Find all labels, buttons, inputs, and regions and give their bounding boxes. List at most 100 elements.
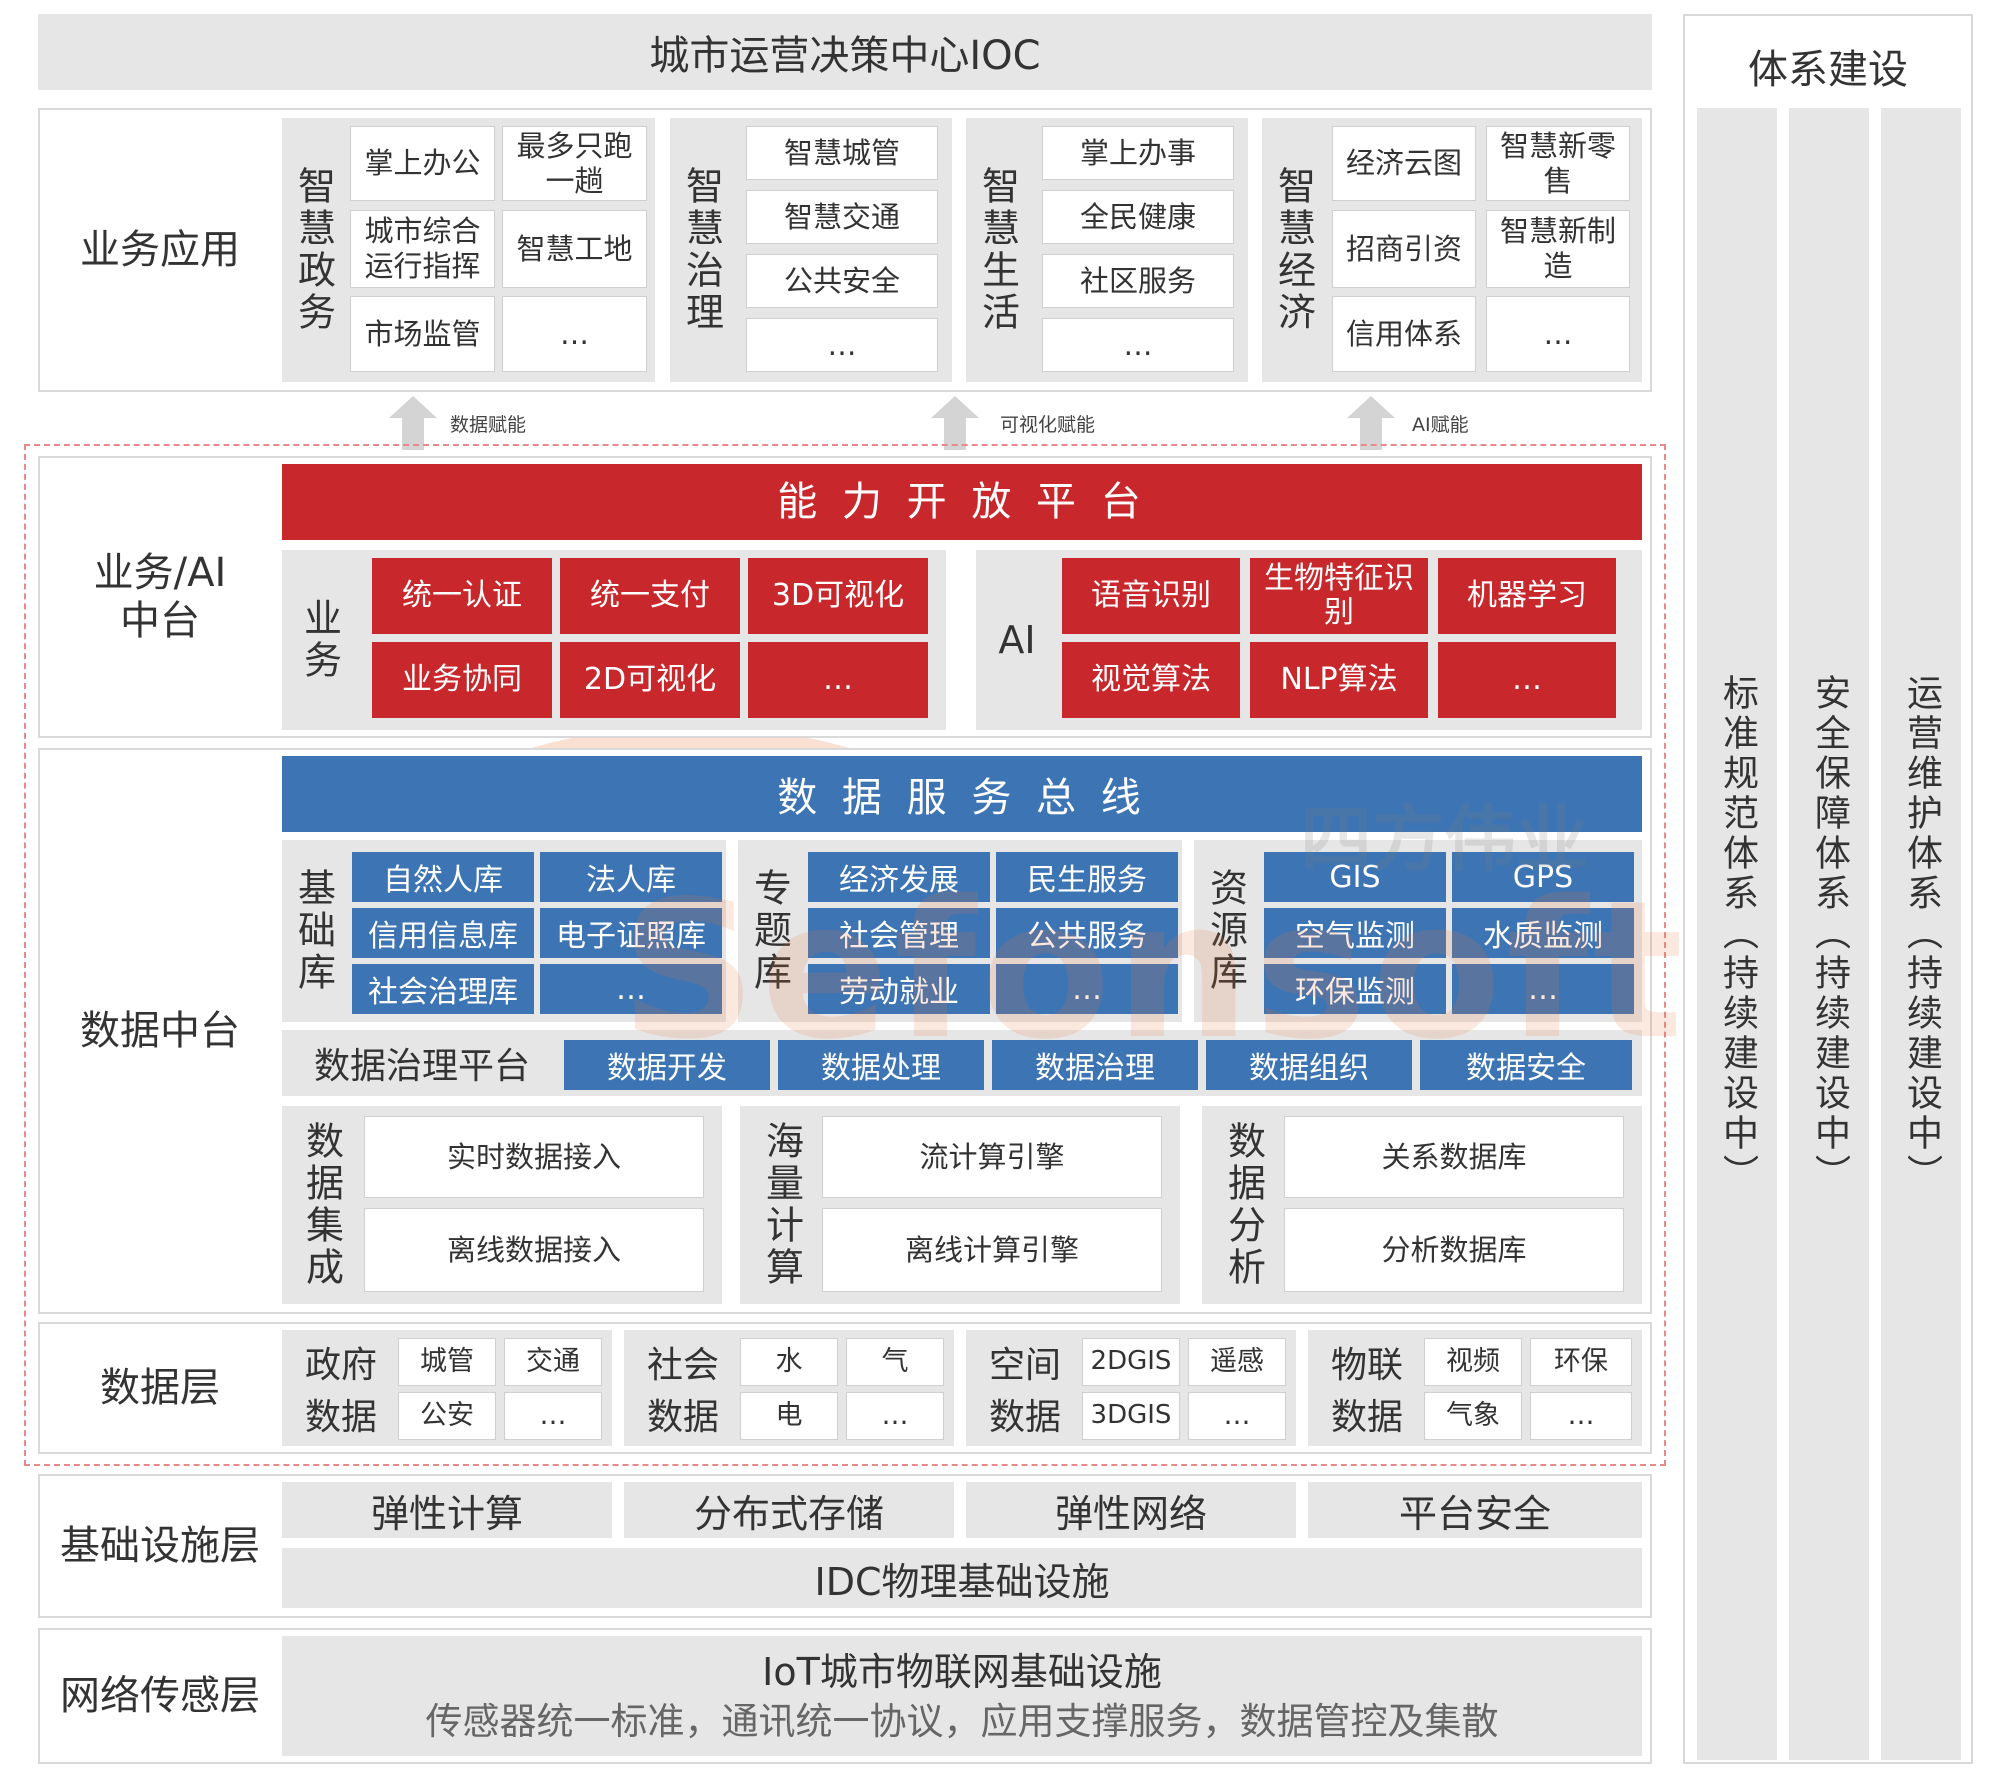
engine-item[interactable]: 离线数据接入 bbox=[364, 1208, 704, 1292]
library-item[interactable]: 信用信息库 bbox=[352, 908, 534, 958]
library-item[interactable]: 社会治理库 bbox=[352, 964, 534, 1014]
business-capability-item[interactable]: 统一认证 bbox=[372, 558, 552, 634]
library-item[interactable]: 电子证照库 bbox=[540, 908, 722, 958]
data-source-item[interactable]: … bbox=[1530, 1392, 1632, 1440]
app-item[interactable]: 智慧城管 bbox=[746, 126, 938, 180]
governance-item[interactable]: 数据组织 bbox=[1206, 1040, 1412, 1090]
governance-item[interactable]: 数据治理 bbox=[992, 1040, 1198, 1090]
ai-capability-item[interactable]: 生物特征识别 bbox=[1250, 558, 1428, 634]
library-item[interactable]: 民生服务 bbox=[996, 852, 1178, 902]
up-arrow-icon bbox=[930, 396, 980, 450]
app-item[interactable]: 智慧工地 bbox=[502, 210, 647, 288]
app-item[interactable]: 全民健康 bbox=[1042, 190, 1234, 244]
app-item[interactable]: 掌上办事 bbox=[1042, 126, 1234, 180]
data-source-item[interactable]: 水 bbox=[740, 1338, 838, 1386]
data-source-item[interactable]: 2DGIS bbox=[1082, 1338, 1180, 1386]
security-system-column: 安全保障体系（持续建设中） bbox=[1789, 108, 1869, 1760]
governance-item[interactable]: 数据安全 bbox=[1420, 1040, 1632, 1090]
library-item[interactable]: 环保监测 bbox=[1264, 964, 1446, 1014]
smart-government-label: 智慧政务 bbox=[291, 166, 336, 334]
library-item[interactable]: 经济发展 bbox=[808, 852, 990, 902]
data-source-item[interactable]: … bbox=[846, 1392, 944, 1440]
base-library-label: 基础库 bbox=[291, 868, 336, 994]
engine-item[interactable]: 离线计算引擎 bbox=[822, 1208, 1162, 1292]
library-item[interactable]: 公共服务 bbox=[996, 908, 1178, 958]
app-item[interactable]: 掌上办公 bbox=[350, 126, 495, 201]
ai-capability-item[interactable]: NLP算法 bbox=[1250, 642, 1428, 718]
spatial-data-label: 空间数据 bbox=[988, 1345, 1061, 1438]
arrow-label: 可视化赋能 bbox=[1000, 414, 1096, 436]
smart-economy-label: 智慧经济 bbox=[1271, 166, 1316, 334]
engine-item[interactable]: 流计算引擎 bbox=[822, 1116, 1162, 1198]
business-capability-label: 业务 bbox=[297, 598, 342, 682]
governance-item[interactable]: 数据处理 bbox=[778, 1040, 984, 1090]
capability-open-platform-bar: 能 力 开 放 平 台 bbox=[282, 464, 1642, 540]
business-capability-item[interactable]: 2D可视化 bbox=[560, 642, 740, 718]
data-source-item[interactable]: 交通 bbox=[504, 1338, 602, 1386]
ai-capability-item[interactable]: 机器学习 bbox=[1438, 558, 1616, 634]
engine-item[interactable]: 关系数据库 bbox=[1284, 1116, 1624, 1198]
library-item[interactable]: 法人库 bbox=[540, 852, 722, 902]
ai-capability-item[interactable]: 语音识别 bbox=[1062, 558, 1240, 634]
data-source-item[interactable]: 环保 bbox=[1530, 1338, 1632, 1386]
library-item[interactable]: 空气监测 bbox=[1264, 908, 1446, 958]
idc-bar: IDC物理基础设施 bbox=[282, 1548, 1642, 1608]
app-item[interactable]: 最多只跑一趟 bbox=[502, 126, 647, 201]
engine-item[interactable]: 分析数据库 bbox=[1284, 1208, 1624, 1292]
business-capability-item[interactable]: 3D可视化 bbox=[748, 558, 928, 634]
app-item[interactable]: 公共安全 bbox=[746, 254, 938, 308]
app-item[interactable]: 社区服务 bbox=[1042, 254, 1234, 308]
library-item[interactable]: … bbox=[540, 964, 722, 1014]
app-item[interactable]: … bbox=[1042, 318, 1234, 372]
data-source-item[interactable]: 3DGIS bbox=[1082, 1392, 1180, 1440]
network-label: 网络传感层 bbox=[60, 1673, 260, 1719]
app-item[interactable]: … bbox=[746, 318, 938, 372]
library-item[interactable]: 劳动就业 bbox=[808, 964, 990, 1014]
side-title: 体系建设 bbox=[1748, 47, 1908, 93]
data-source-item[interactable]: 视频 bbox=[1424, 1338, 1522, 1386]
library-item[interactable]: 社会管理 bbox=[808, 908, 990, 958]
business-capability-item[interactable]: 统一支付 bbox=[560, 558, 740, 634]
data-source-item[interactable]: … bbox=[1188, 1392, 1286, 1440]
app-item[interactable]: 招商引资 bbox=[1332, 210, 1476, 288]
data-source-item[interactable]: 电 bbox=[740, 1392, 838, 1440]
system-construction-panel: 体系建设 标准规范体系（持续建设中） 安全保障体系（持续建设中） 运营维护体系（… bbox=[1683, 14, 1973, 1764]
business-capability-item[interactable]: … bbox=[748, 642, 928, 718]
smart-life-label: 智慧生活 bbox=[975, 166, 1020, 334]
infra-item: 分布式存储 bbox=[624, 1482, 954, 1538]
data-source-item[interactable]: 公安 bbox=[398, 1392, 496, 1440]
app-item[interactable]: 市场监管 bbox=[350, 296, 495, 372]
ai-capability-item[interactable]: … bbox=[1438, 642, 1616, 718]
smart-governance-label: 智慧治理 bbox=[679, 166, 724, 334]
app-item[interactable]: 城市综合运行指挥 bbox=[350, 210, 495, 288]
data-source-item[interactable]: 遥感 bbox=[1188, 1338, 1286, 1386]
app-item[interactable]: 经济云图 bbox=[1332, 126, 1476, 201]
data-source-item[interactable]: 气 bbox=[846, 1338, 944, 1386]
business-app-label: 业务应用 bbox=[80, 227, 240, 273]
infra-item: 弹性计算 bbox=[282, 1482, 612, 1538]
business-capability-item[interactable]: 业务协同 bbox=[372, 642, 552, 718]
app-item[interactable]: 智慧交通 bbox=[746, 190, 938, 244]
iot-data-label: 物联数据 bbox=[1330, 1345, 1403, 1438]
library-item[interactable]: … bbox=[1452, 964, 1634, 1014]
data-source-item[interactable]: … bbox=[504, 1392, 602, 1440]
data-analysis-label: 数据分析 bbox=[1221, 1121, 1266, 1289]
data-source-item[interactable]: 城管 bbox=[398, 1338, 496, 1386]
engine-item[interactable]: 实时数据接入 bbox=[364, 1116, 704, 1198]
library-item[interactable]: … bbox=[996, 964, 1178, 1014]
library-item[interactable]: GIS bbox=[1264, 852, 1446, 902]
library-item[interactable]: 自然人库 bbox=[352, 852, 534, 902]
data-source-item[interactable]: 气象 bbox=[1424, 1392, 1522, 1440]
library-item[interactable]: 水质监测 bbox=[1452, 908, 1634, 958]
app-item[interactable]: 智慧新制造 bbox=[1486, 210, 1630, 288]
platform-dashed-border bbox=[24, 444, 1666, 1466]
governance-item[interactable]: 数据开发 bbox=[564, 1040, 770, 1090]
app-item[interactable]: 信用体系 bbox=[1332, 296, 1476, 372]
library-item[interactable]: GPS bbox=[1452, 852, 1634, 902]
app-item[interactable]: … bbox=[1486, 296, 1630, 372]
app-item[interactable]: 智慧新零售 bbox=[1486, 126, 1630, 201]
app-item[interactable]: … bbox=[502, 296, 647, 372]
ai-capability-item[interactable]: 视觉算法 bbox=[1062, 642, 1240, 718]
up-arrow-icon bbox=[388, 396, 438, 450]
data-service-bus-bar: 数 据 服 务 总 线 bbox=[282, 756, 1642, 832]
